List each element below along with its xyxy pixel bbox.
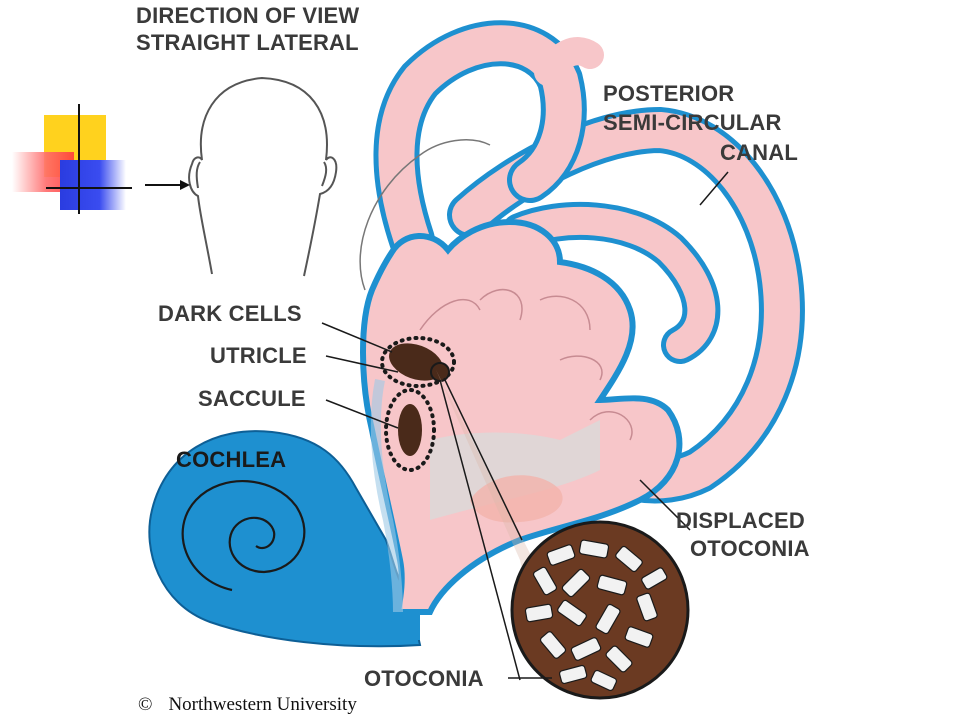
label-utricle: UTRICLE <box>210 343 307 368</box>
vestibule <box>360 218 683 615</box>
label-dark-cells: DARK CELLS <box>158 301 302 326</box>
view-arrow-icon <box>145 180 190 190</box>
decor-blue-square <box>60 160 126 210</box>
decor-vertical-line <box>78 104 80 214</box>
saccule-macula <box>384 388 436 472</box>
label-otoconia: OTOCONIA <box>364 666 484 691</box>
leader-utricle <box>325 355 399 373</box>
label-posterior-line2: SEMI-CIRCULAR <box>603 110 782 135</box>
label-direction-line1: DIRECTION OF VIEW <box>136 3 359 28</box>
posterior-semicircular-canal <box>447 106 805 504</box>
leader-dark-cells <box>321 322 393 353</box>
label-posterior-line3: CANAL <box>720 140 798 165</box>
label-cochlea: COCHLEA <box>176 447 286 472</box>
membrane-outline <box>359 139 491 291</box>
label-direction-line2: STRAIGHT LATERAL <box>136 30 359 55</box>
credit-text: Northwestern University <box>168 694 357 715</box>
magnifier-line-upper <box>443 377 523 541</box>
decor-horizontal-line <box>46 187 132 189</box>
credit-line: © Northwestern University <box>138 694 357 716</box>
leader-displaced-otoconia <box>639 479 691 531</box>
otoconia-crystals <box>510 520 690 700</box>
head-illustration <box>188 76 338 277</box>
lateral-semicircular-canal <box>501 201 721 364</box>
label-posterior-line1: POSTERIOR <box>603 81 734 106</box>
leader-lines <box>321 171 729 679</box>
anterior-semicircular-canal <box>373 20 604 263</box>
label-saccule: SACCULE <box>198 386 306 411</box>
label-displaced-line2: OTOCONIA <box>690 536 810 561</box>
magnifier-line-lower <box>439 379 521 681</box>
leader-saccule <box>325 399 399 429</box>
copyright-symbol: © <box>138 694 153 715</box>
label-displaced-line1: DISPLACED <box>676 508 805 533</box>
utricle-macula <box>380 336 456 388</box>
leader-posterior-canal <box>699 171 729 206</box>
